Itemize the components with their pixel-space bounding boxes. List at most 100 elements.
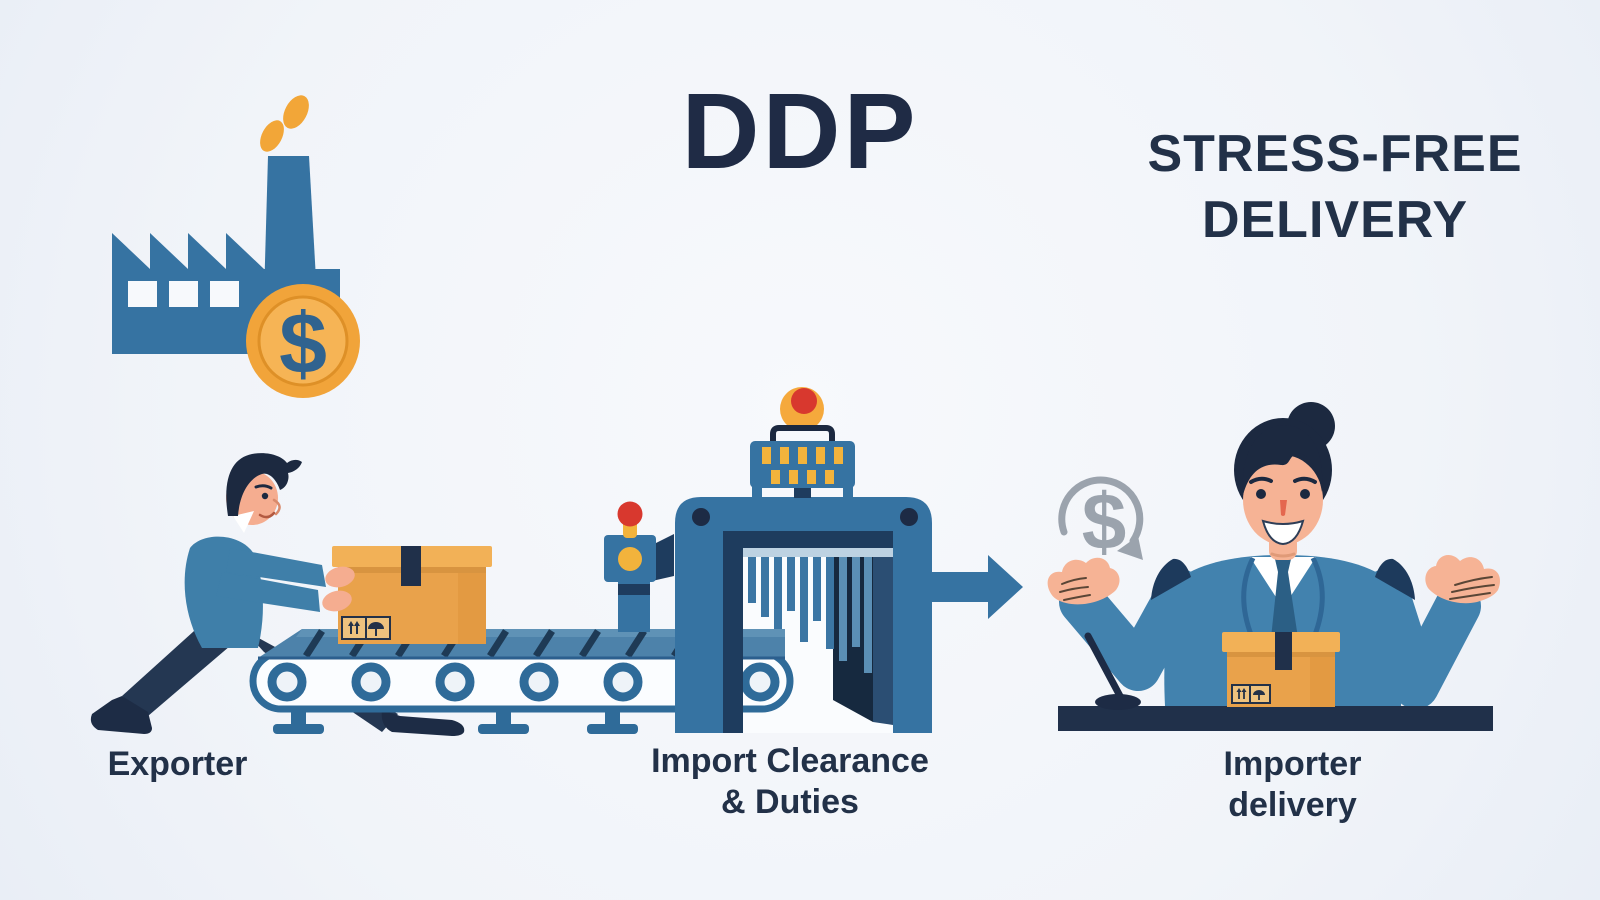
customs-scanner-arch <box>675 497 932 733</box>
eyebrow <box>1293 476 1317 484</box>
factory-window <box>128 281 157 307</box>
cycle-dollar-symbol: $ <box>1082 477 1127 566</box>
eyebrow <box>1249 476 1273 484</box>
mic-arm <box>1084 632 1124 700</box>
scan-curtain-strip <box>864 557 872 673</box>
nose <box>272 498 281 516</box>
box-side-shade <box>1310 652 1335 707</box>
factory-window <box>210 281 239 307</box>
scan-curtain-strip <box>748 557 756 603</box>
page-title: DDP <box>681 70 919 191</box>
tagline-line-2: DELIVERY <box>1201 191 1469 250</box>
belt-roller <box>519 662 559 702</box>
cycle-arrowhead <box>1117 536 1143 560</box>
arch-frame-top <box>723 531 893 548</box>
eyebrow <box>254 484 273 490</box>
panel-leg <box>752 486 762 498</box>
belt-roller <box>267 662 307 702</box>
arch-bolt <box>900 508 918 526</box>
hair <box>226 453 302 516</box>
umbrella-icon <box>368 622 384 636</box>
hand-right <box>1425 554 1501 604</box>
stage-label-importer: Importer delivery <box>1140 744 1445 827</box>
chin-line <box>1270 552 1296 558</box>
scan-curtain-strip <box>787 557 795 611</box>
scan-curtain <box>748 557 872 673</box>
panel-indicator-bars <box>762 447 843 484</box>
dollar-coin-icon: $ <box>246 284 360 398</box>
beacon-red-light <box>791 388 817 414</box>
panel-bar <box>825 470 834 484</box>
belt-end-roller <box>740 662 780 702</box>
hand-left-finger-lines <box>1059 577 1091 601</box>
panel-bar <box>771 470 780 484</box>
belt-slat <box>625 629 647 658</box>
sleeve-upper <box>226 548 326 587</box>
importer-figure <box>1047 402 1501 709</box>
nose <box>1280 500 1287 516</box>
stage-label-import-clearance: Import Clearance & Duties <box>570 741 1010 824</box>
shoulder-accent <box>1375 558 1415 600</box>
scan-curtain-strip <box>839 557 847 661</box>
panel-bar <box>834 447 843 464</box>
belt-slat <box>487 629 509 658</box>
tower-yellow-light <box>618 547 642 571</box>
package-box-exporter <box>332 546 492 644</box>
panel-leg <box>843 486 853 498</box>
shoulder-accent <box>1151 558 1191 600</box>
box-tape <box>401 546 421 586</box>
scan-curtain-strip <box>800 557 808 642</box>
front-shoe <box>381 710 465 736</box>
clearance-label-line-2: & Duties <box>721 783 859 822</box>
exporter-hands <box>322 566 355 612</box>
hand <box>325 566 355 588</box>
stage-label-exporter: Exporter <box>107 745 248 783</box>
panel-bar <box>762 447 771 464</box>
reception-desk <box>1058 706 1493 731</box>
belt-slat <box>579 629 601 658</box>
eye <box>1256 489 1266 499</box>
scan-door-side <box>873 548 893 725</box>
tower-pedestal-band <box>618 584 650 595</box>
panel-bar <box>807 470 816 484</box>
belt-rollers <box>267 662 780 702</box>
collar <box>233 511 254 533</box>
shipping-label <box>341 616 391 640</box>
hand-left <box>1047 557 1120 605</box>
interior-lintel <box>743 548 893 557</box>
this-way-up-icon <box>348 621 360 634</box>
tower-side-panel <box>652 534 674 581</box>
back-shoe <box>90 696 152 734</box>
belt-roller <box>435 662 475 702</box>
arch-frame-left <box>723 531 743 733</box>
tagline: STRESS-FREE DELIVERY <box>1115 121 1555 253</box>
panel-handle <box>770 425 835 441</box>
clearance-label-line-1: Import Clearance <box>651 742 929 780</box>
panel-bar <box>816 447 825 464</box>
importer-label-line-1: Importer <box>1223 745 1362 783</box>
hand <box>322 590 352 612</box>
desk-microphone <box>1084 632 1141 710</box>
eye <box>261 492 269 500</box>
belt-foot <box>478 724 529 734</box>
belt-slat <box>533 629 555 658</box>
this-way-up-icon <box>1236 688 1247 699</box>
duty-cycle-icon: $ <box>1058 476 1144 566</box>
factory-icon: $ <box>112 95 360 398</box>
belt-roller <box>603 662 643 702</box>
coin-inner <box>257 295 349 387</box>
belt-foot <box>587 724 638 734</box>
mouth <box>1261 519 1305 546</box>
scan-curtain-strip <box>761 557 769 617</box>
hair-bangs <box>1242 425 1323 495</box>
exporter-head <box>226 453 302 533</box>
panel-bar <box>789 470 798 484</box>
box-tape <box>1275 632 1292 670</box>
scan-curtain-strip <box>826 557 834 649</box>
scanner-control-panel <box>750 387 855 498</box>
smile <box>258 511 276 519</box>
scan-curtain-strip <box>852 557 860 647</box>
package-box-importer <box>1222 632 1340 707</box>
